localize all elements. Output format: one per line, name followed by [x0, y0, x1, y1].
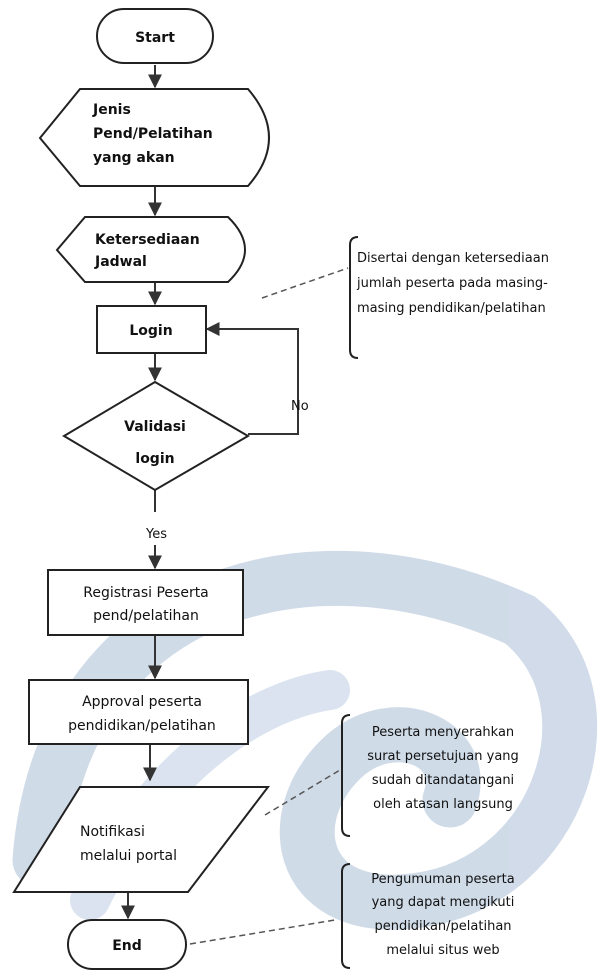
jadwal-label-2: Jadwal [94, 254, 147, 270]
annotation-approval-line-3: sudah ditandatangani [372, 773, 514, 788]
login-process [96, 305, 207, 354]
approval-process [28, 679, 249, 745]
jenis-display-shape [38, 88, 270, 187]
end-label: End [112, 938, 142, 954]
notifikasi-data-shape [12, 786, 271, 893]
validasi-label-2: login [135, 451, 174, 467]
jenis-label-1: Jenis [92, 102, 131, 118]
registrasi-label-2: pend/pelatihan [93, 608, 199, 624]
annotation-end-line-2: yang dapat mengikuti [372, 895, 515, 910]
annotation-jadwal-line-3: masing pendidikan/pelatihan [357, 301, 546, 316]
leader-jadwal-note [261, 267, 349, 299]
leader-notifikasi-note [264, 769, 341, 816]
validasi-decision [62, 380, 250, 492]
registrasi-label-1: Registrasi Peserta [83, 585, 209, 601]
registrasi-process [47, 569, 244, 636]
jenis-label-3: yang akan [93, 150, 175, 166]
start-label: Start [135, 30, 175, 46]
annotation-bracket [341, 714, 351, 837]
notifikasi-label-2: melalui portal [80, 848, 177, 864]
no-label: No [291, 399, 309, 414]
annotation-bracket [349, 236, 359, 359]
approval-label-2: pendidikan/pelatihan [68, 718, 216, 734]
loop-no-back-to-login [205, 322, 299, 435]
annotation-jadwal: Disertai dengan ketersediaan jumlah pese… [349, 236, 549, 359]
annotation-end-line-4: melalui situs web [386, 943, 499, 958]
start-terminator [96, 8, 214, 64]
annotation-end: Pengumuman peserta yang dapat mengikuti … [341, 863, 515, 969]
annotation-approval-line-4: oleh atasan langsung [373, 797, 513, 812]
end-terminator [67, 919, 187, 970]
annotation-end-line-3: pendidikan/pelatihan [374, 919, 511, 934]
annotation-approval-line-2: surat persetujuan yang [367, 749, 519, 764]
jadwal-display-shape [55, 216, 246, 283]
annotation-approval-line-1: Peserta menyerahkan [372, 725, 514, 740]
annotation-approval: Peserta menyerahkan surat persetujuan ya… [341, 714, 519, 837]
approval-label-1: Approval peserta [82, 694, 202, 710]
annotation-end-line-1: Pengumuman peserta [371, 872, 514, 887]
annotation-jadwal-line-1: Disertai dengan ketersediaan [357, 251, 549, 266]
annotation-leaders [189, 267, 349, 945]
jadwal-label-1: Ketersediaan [95, 232, 200, 248]
leader-end-note [189, 919, 336, 945]
yes-label: Yes [145, 527, 167, 542]
validasi-label-1: Validasi [124, 419, 186, 435]
annotation-bracket [341, 863, 351, 969]
annotation-jadwal-line-2: jumlah peserta pada masing- [356, 276, 548, 291]
notifikasi-label-1: Notifikasi [80, 824, 145, 840]
connectors [121, 65, 299, 920]
jenis-label-2: Pend/Pelatihan [93, 126, 213, 142]
login-label: Login [129, 323, 172, 339]
